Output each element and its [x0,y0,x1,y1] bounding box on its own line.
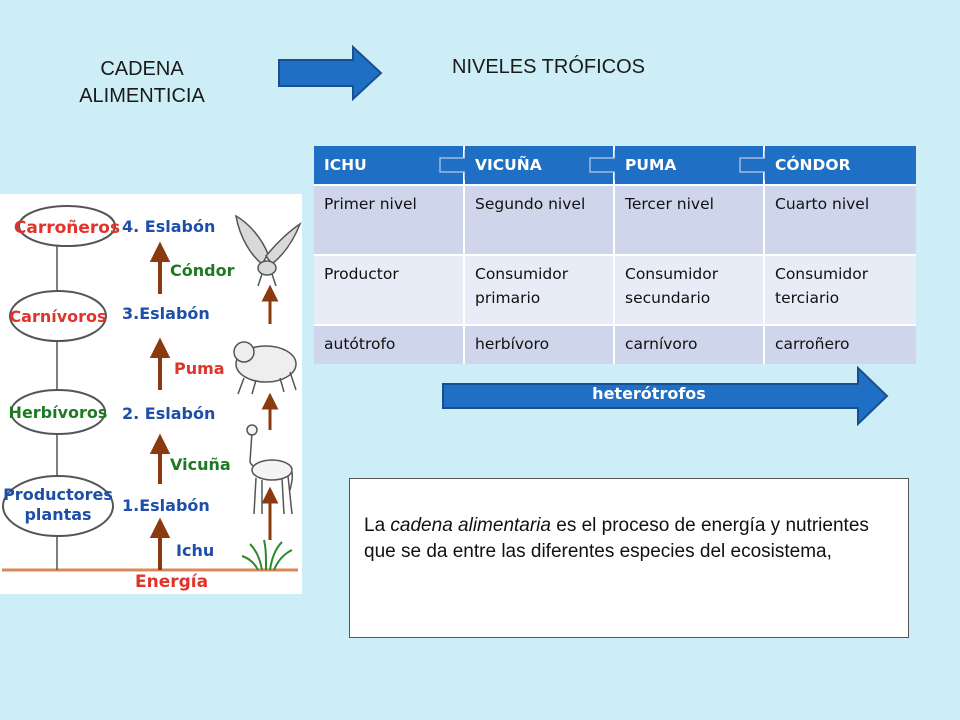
level-label-carnivores: Carnívoros [9,307,106,326]
table-cell: herbívoro [464,324,615,364]
table-cell: Consumidor terciario [764,254,916,325]
heterotrophs-label: heterótrofos [592,384,706,403]
organism-label-puma: Puma [174,359,225,378]
level-ellipse [9,290,107,342]
level-label-herbivores: Herbívoros [9,403,108,422]
table-cell: Tercer nivel [614,184,765,255]
table-cell: autótrofo [314,324,465,364]
definition-box: La cadena alimentaria es el proceso de e… [349,478,909,638]
link-label-1: 1.Eslabón [122,496,210,515]
trophic-levels-title: NIVELES TRÓFICOS [452,56,646,78]
level-ellipse [2,475,114,537]
table-header-cell: PUMA [614,146,781,185]
table-cell: carroñero [764,324,916,364]
big-right-arrow-icon [278,44,383,102]
up-arrow-icon [149,517,171,538]
table-cell: Cuarto nivel [764,184,916,255]
up-arrow-icon [149,337,171,358]
up-arrow-icon [261,486,279,504]
table-cell: Productor [314,254,465,325]
up-arrow-icon [261,284,279,302]
organism-label-condor: Cóndor [170,261,235,280]
level-label-producers: Productores [3,485,113,504]
table-cell: Consumidor primario [464,254,615,325]
trophic-levels-table: ICHU VICUÑA PUMA CÓNDOR Primer nivel Seg… [314,146,916,364]
table-cell: Segundo nivel [464,184,615,255]
table-cell: carnívoro [614,324,765,364]
table-header-cell: VICUÑA [464,146,631,185]
up-arrow-icon [149,433,171,454]
table-cell: Consumidor secundario [614,254,765,325]
vicuna-icon [246,424,294,515]
puma-icon [233,341,297,395]
organism-label-vicuna: Vicuña [170,455,231,474]
organism-label-ichu: Ichu [176,541,214,560]
level-label-plants: plantas [24,505,91,524]
table-row: autótrofo herbívoro carnívoro carroñero [314,324,916,364]
up-arrow-icon [261,392,279,410]
heterotrophs-arrow-icon [442,366,889,426]
table-header-row: ICHU VICUÑA PUMA CÓNDOR [314,146,916,185]
ichu-grass-icon [241,539,293,571]
up-arrow-icon [149,241,171,262]
table-header-cell: CÓNDOR [764,146,916,185]
table-row: Productor Consumidor primario Consumidor… [314,254,916,325]
link-label-4: 4. Eslabón [122,217,215,236]
food-chain-title: CADENA ALIMENTICIA [79,58,205,107]
definition-term: cadena alimentaria [390,515,551,536]
table-row: Primer nivel Segundo nivel Tercer nivel … [314,184,916,255]
level-ellipse [18,205,116,247]
food-chain-diagram: Carroñeros Carnívoros Herbívoros Product… [0,194,302,594]
level-label-scavengers: Carroñeros [14,218,120,238]
table-cell: Primer nivel [314,184,465,255]
energy-label: Energía [135,572,208,592]
table-header-cell: ICHU [314,146,481,185]
link-label-3: 3.Eslabón [122,304,210,323]
link-label-2: 2. Eslabón [122,404,215,423]
condor-icon [234,214,302,287]
level-ellipse [10,389,106,435]
